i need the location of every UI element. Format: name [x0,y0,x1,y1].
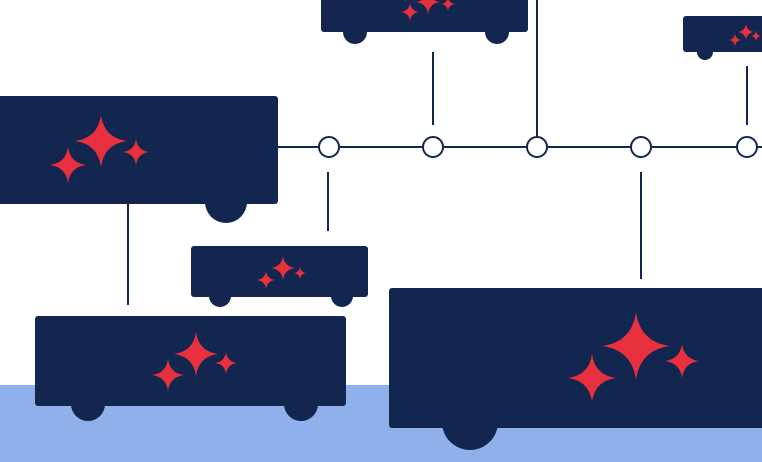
wheel-icon [697,44,713,60]
sparkle-icon [75,115,127,167]
sparkle-icon [416,0,440,14]
bus-icon [683,16,762,60]
sparkle-icon [271,256,295,280]
sparkle-icon [751,31,761,41]
sparkle-icon [257,271,275,289]
wheel-icon [343,20,367,44]
bus-icon [191,246,368,307]
timeline [127,0,762,305]
sparkle-icon [729,34,741,46]
bus-icon [389,288,762,450]
sparkle-icon [568,354,616,402]
sparkles [50,0,761,402]
sparkle-icon [738,24,754,40]
sparkle-icon [215,352,237,374]
sparkle-icon [123,139,149,165]
wheel-icon [485,20,509,44]
wheel-icon [71,387,105,421]
wheel-icon [284,387,318,421]
timeline-node-icon [526,136,548,158]
bus-icon [321,0,528,44]
sparkle-icon [602,312,670,380]
sparkle-icon [441,0,455,11]
sparkle-icon [152,359,184,391]
wheel-icon [442,394,498,450]
sparkle-icon [665,344,699,378]
sparkle-icon [401,3,419,21]
bus-icon [35,316,346,421]
timeline-node-icon [318,136,340,158]
timeline-node-icon [422,136,444,158]
timeline-node-icon [630,136,652,158]
sparkle-icon [50,147,86,183]
bus-icon [0,96,278,223]
wheel-icon [331,285,353,307]
wheel-icon [205,181,247,223]
sparkle-icon [174,332,218,376]
sparkle-icon [294,267,306,279]
timeline-node-icon [736,136,758,158]
wheel-icon [209,285,231,307]
